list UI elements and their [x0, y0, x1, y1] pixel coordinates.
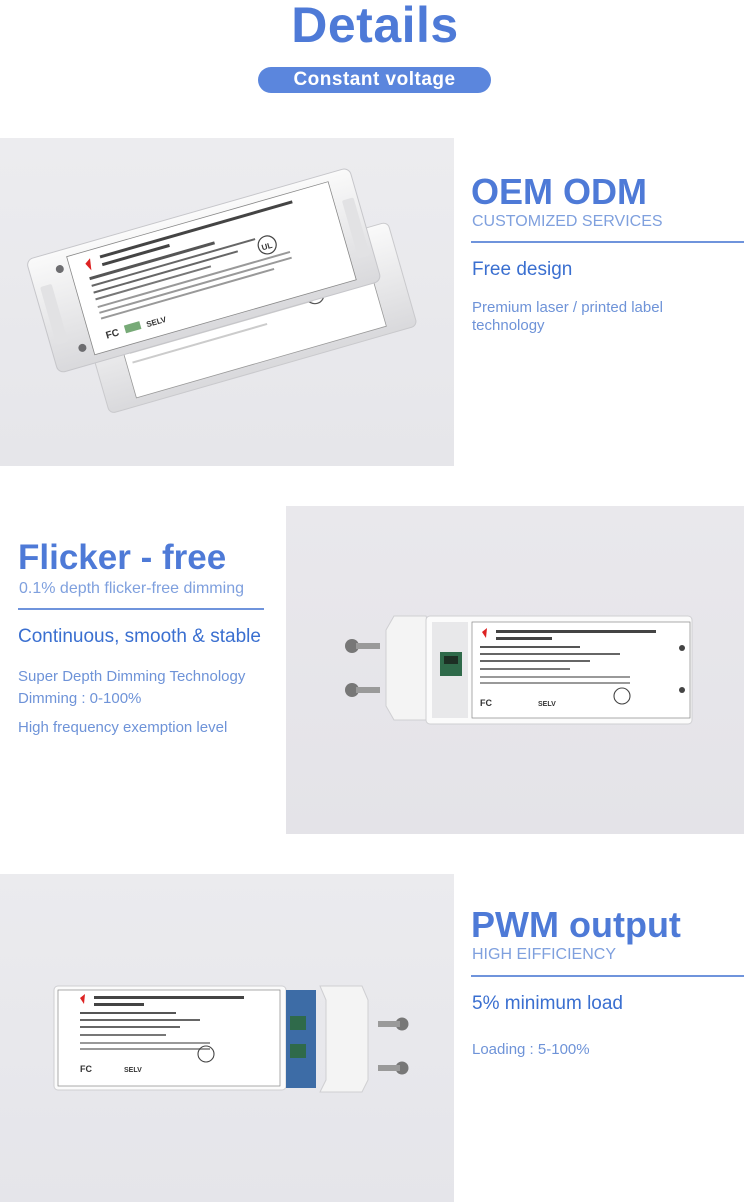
svg-text:FC: FC: [80, 1064, 92, 1074]
loading-range-detail: Loading : 5-100%: [472, 1041, 590, 1058]
section1-divider: [471, 241, 744, 243]
laser-label-detail-1: Premium laser / printed label: [472, 299, 663, 316]
flicker-free-heading: Flicker - free: [18, 538, 227, 577]
svg-text:FC: FC: [105, 327, 121, 341]
led-driver-open-terminal-illustration: FC SELV: [53, 985, 409, 1093]
led-driver-stack-illustration: FC SELV UL: [27, 168, 417, 413]
high-frequency-detail: High frequency exemption level: [18, 719, 228, 736]
screw-icon: [378, 1017, 409, 1075]
product-photo-flicker: FC SELV: [286, 506, 744, 834]
free-design-feature: Free design: [472, 259, 573, 280]
depth-dimming-detail: Super Depth Dimming Technology: [18, 668, 246, 685]
led-driver-open-cover-illustration: FC SELV: [345, 615, 693, 725]
section3-divider: [471, 975, 744, 977]
dimming-range-detail: Dimming : 0-100%: [18, 690, 142, 707]
continuous-smooth-feature: Continuous, smooth & stable: [18, 626, 261, 647]
product-photo-oem: FC SELV UL: [0, 138, 454, 466]
section2-divider: [18, 608, 264, 610]
high-efficiency-subheading: HIGH EIFFICIENCY: [472, 946, 617, 963]
customized-services-subheading: CUSTOMIZED SERVICES: [472, 213, 663, 230]
svg-text:FC: FC: [480, 698, 492, 708]
minimum-load-feature: 5% minimum load: [472, 993, 623, 1014]
screw-icon: [345, 639, 380, 697]
svg-text:SELV: SELV: [538, 701, 556, 708]
flicker-free-subheading: 0.1% depth flicker-free dimming: [19, 580, 244, 597]
pwm-output-heading: PWM output: [471, 904, 681, 945]
constant-voltage-badge: Constant voltage: [258, 67, 491, 93]
svg-text:UL: UL: [261, 241, 274, 253]
svg-text:SELV: SELV: [124, 1067, 142, 1074]
laser-label-detail-2: technology: [472, 317, 545, 334]
page-title: Details: [291, 0, 459, 53]
oem-odm-heading: OEM ODM: [471, 171, 647, 212]
product-photo-pwm: FC SELV: [0, 874, 454, 1202]
